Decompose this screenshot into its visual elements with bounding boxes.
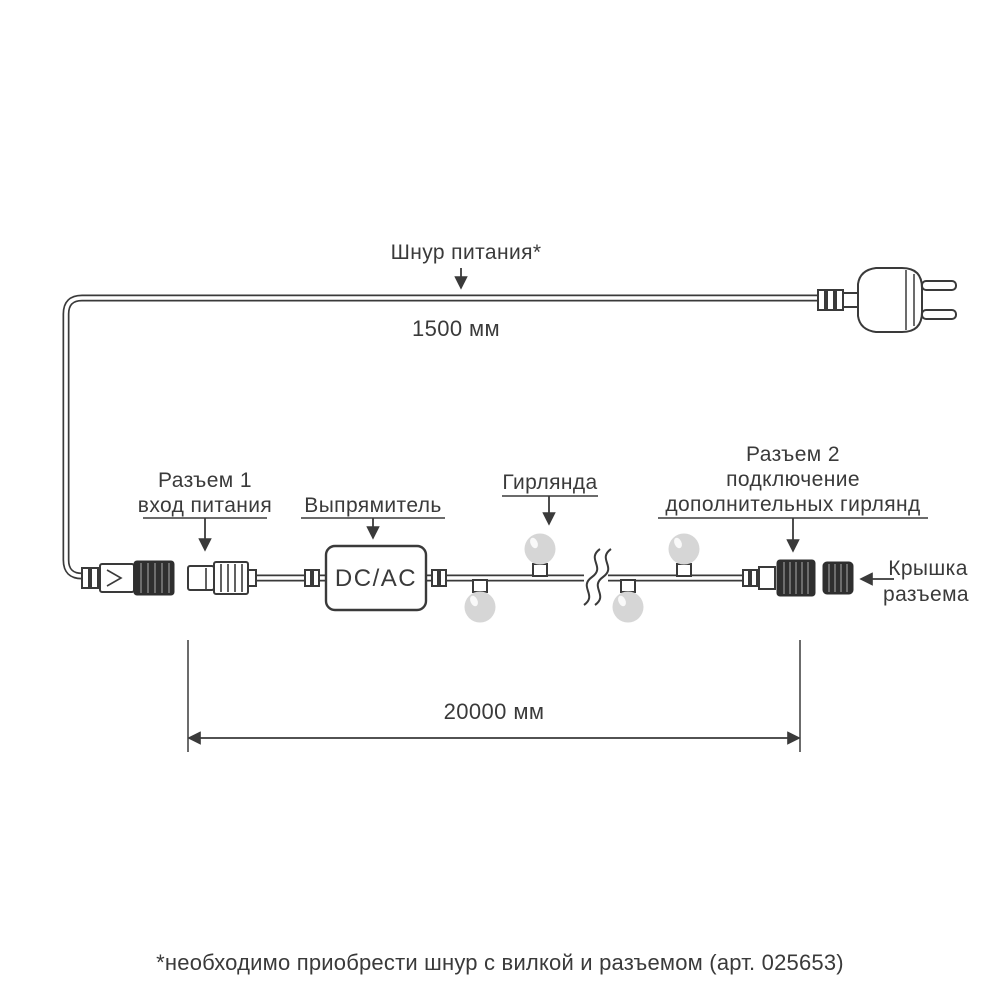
power-cord-label: Шнур питания* (391, 241, 542, 264)
connector2-label-line3: дополнительных гирлянд (665, 493, 920, 516)
bulb (668, 533, 700, 565)
connector1-latch (106, 569, 123, 587)
connector2-label-line2: подключение (726, 468, 860, 491)
rectifier: DC/AC (304, 544, 447, 612)
connector2-label-line1: Разъем 2 (746, 443, 840, 466)
cap-callout: Крышка разъема (859, 557, 969, 606)
power-plug (817, 267, 957, 333)
connector2-cap (822, 561, 854, 595)
power-cord-callout: Шнур питания* 1500 мм (391, 241, 542, 341)
connector1-callout: Разъем 1 вход питания (138, 469, 272, 552)
cap-label-line2: разъема (883, 583, 969, 606)
connector1-plug-body (187, 565, 215, 591)
plug-pin-top (921, 280, 957, 291)
power-cord (62, 294, 820, 580)
rectifier-left-bar (312, 569, 320, 587)
plug-strain-relief-bar (817, 289, 826, 311)
connector1-socket-body (99, 563, 135, 593)
connector1-label-line1: Разъем 1 (158, 469, 252, 492)
connector1-tail (247, 569, 257, 587)
bulb-socket (620, 579, 636, 593)
plug-body (857, 267, 923, 333)
wire-break-symbol (583, 548, 612, 606)
bulb (612, 591, 644, 623)
connector1-bar (90, 567, 99, 589)
rectifier-right-bar (431, 569, 439, 587)
plug-strain-relief-bar (835, 289, 844, 311)
plug-pin-bottom (921, 309, 957, 320)
rectifier-box (324, 544, 428, 612)
connector1-nut (133, 560, 175, 596)
garland-callout: Гирлянда (502, 471, 598, 526)
bulb (464, 591, 496, 623)
connector-1 (81, 560, 257, 596)
bulb (524, 533, 556, 565)
power-cord-length-label: 1500 мм (412, 316, 500, 341)
cap-label-line1: Крышка (888, 557, 968, 580)
bulb-below-1 (464, 579, 496, 623)
footnote: *необходимо приобрести шнур с вилкой и р… (156, 950, 844, 975)
garland-dimension: 20000 мм (187, 640, 801, 752)
bulbs (464, 533, 700, 623)
garland-label: Гирлянда (502, 471, 597, 494)
plug-neck (842, 292, 860, 308)
rectifier-label: Выпрямитель (304, 494, 441, 517)
connector2-bar (750, 569, 758, 587)
bulb-above-1 (524, 533, 556, 577)
connector1-bar (81, 567, 90, 589)
bulb-socket (472, 579, 488, 593)
rectifier-box-text: DC/AC (335, 565, 417, 592)
connector1-label-line2: вход питания (138, 494, 272, 517)
connector1-thread-collar (213, 561, 249, 595)
bulb-socket (676, 563, 692, 577)
bulb-socket (532, 563, 548, 577)
bulb-below-2 (612, 579, 644, 623)
plug-strain-relief-bar (826, 289, 835, 311)
rectifier-right-bar (439, 569, 447, 587)
connector-2 (742, 559, 854, 597)
connector2-callout: Разъем 2 подключение дополнительных гирл… (658, 443, 928, 553)
rectifier-callout: Выпрямитель (301, 494, 445, 540)
rectifier-left-bar (304, 569, 312, 587)
connector2-bar (742, 569, 750, 587)
connector2-body (758, 566, 776, 590)
garland-length-label: 20000 мм (444, 699, 545, 724)
bulb-above-2 (668, 533, 700, 577)
